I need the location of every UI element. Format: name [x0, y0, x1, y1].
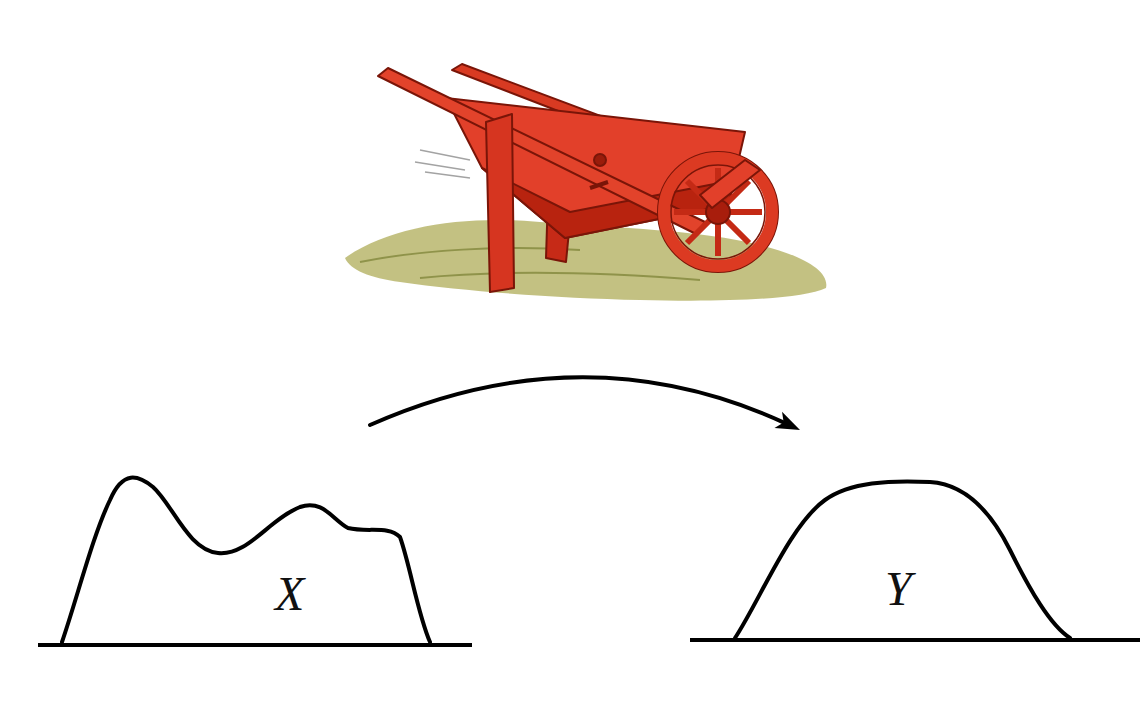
arrow-line [370, 377, 787, 425]
ground-line [38, 643, 472, 647]
arrow-head [774, 412, 800, 430]
ground-line [690, 638, 1140, 642]
wheelbarrow [378, 64, 778, 292]
hill-shape: X [38, 425, 472, 647]
hill-shape: Y [690, 430, 1140, 643]
hill-outline-x [38, 425, 472, 647]
hill-outline-y [690, 430, 1140, 643]
set-label: Y [885, 565, 912, 613]
hill-outline [62, 478, 430, 642]
hill-outline [735, 481, 1070, 638]
curved-arrow [370, 377, 800, 430]
set-label: X [275, 570, 304, 618]
